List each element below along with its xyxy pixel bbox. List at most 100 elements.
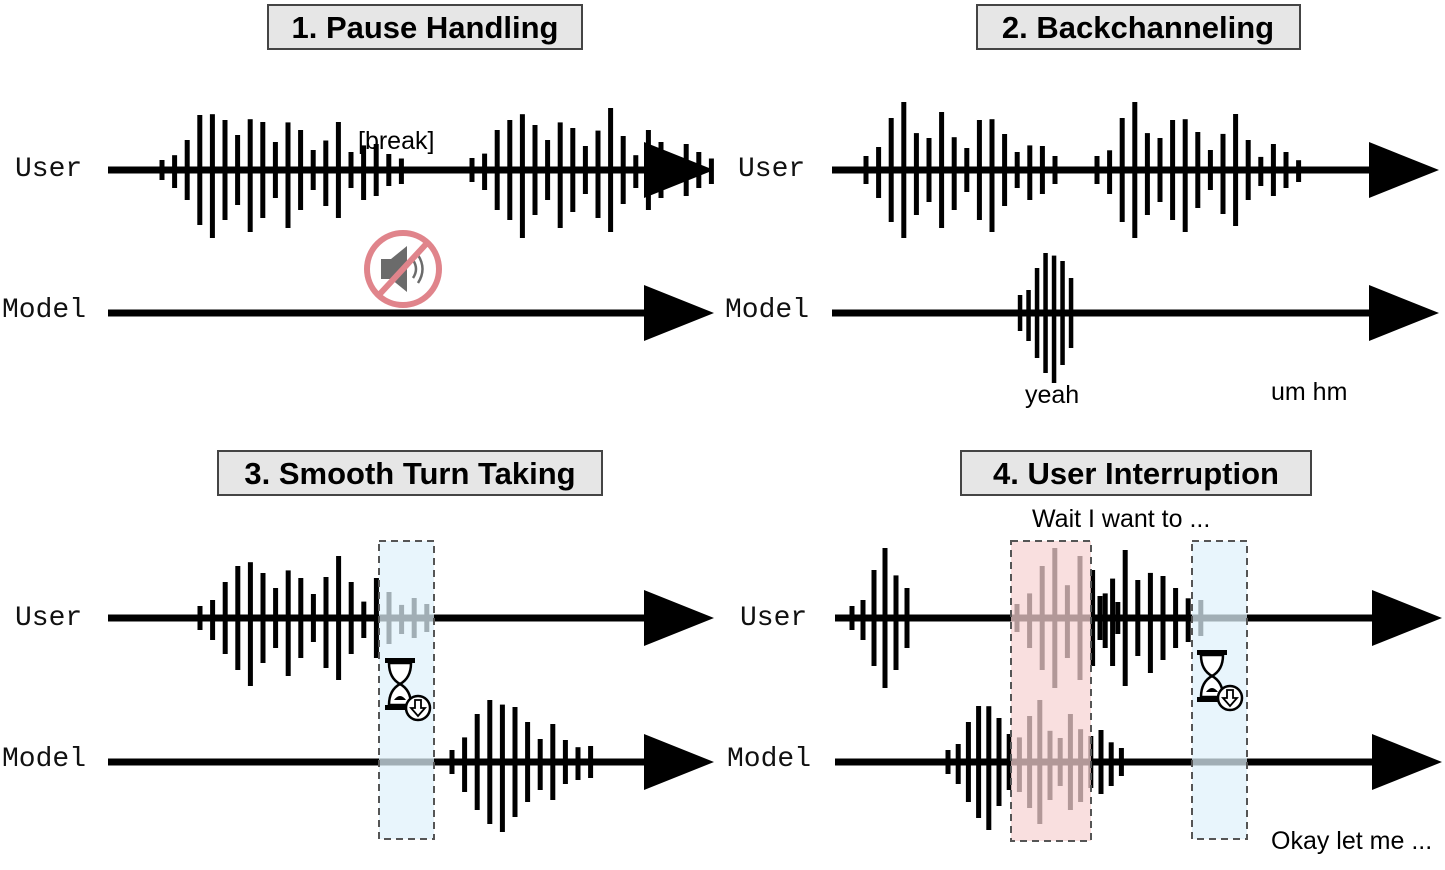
model-waveform [449,700,594,832]
waveform-bar [298,130,304,210]
panel-backchanneling: 2. Backchanneling User Model yeah um hm [725,4,1439,409]
waveform-bar [863,156,869,184]
waveform-bar [570,128,576,212]
waveform-bar [398,158,404,184]
waveform-bar [1026,290,1031,341]
waveform-bar [1119,118,1125,222]
waveform-bar [507,120,513,220]
waveform-bar [1068,278,1074,348]
waveform-bar [247,119,253,232]
muted-speaker-icon [364,230,442,308]
waveform-bar [323,140,329,206]
waveform-bar [482,153,488,190]
waveform-bar [1207,150,1213,190]
user-waveform [1094,102,1302,238]
waveform-bar [1034,268,1040,358]
waveform-bar [696,152,702,188]
waveform-bar [260,122,266,218]
user-waveform [159,114,404,238]
waveform-bar [1051,255,1057,383]
model-track-label: Model [725,295,809,326]
waveform-bar [310,150,316,190]
waveform-bar [386,154,392,186]
panel-title: 2. Backchanneling [1002,10,1274,45]
waveform-bar [1110,578,1116,666]
user-track-label: User [15,154,82,185]
panel-title: 3. Smooth Turn Taking [244,456,575,491]
waveform-bar [893,575,899,670]
panel-title: 1. Pause Handling [291,10,558,45]
waveform-bar [557,122,563,228]
waveform-bar [361,145,367,200]
waveform-bar [1039,146,1045,194]
waveform-bar [159,160,165,180]
break-annotation: [break] [358,127,434,155]
interrupt-zone [1010,540,1092,842]
waveform-bar [1182,119,1188,232]
waveform-bar [532,125,538,215]
backchannel-um-hm-label: um hm [1271,378,1347,406]
model-track-label: Model [2,744,86,775]
hourglass-icon [1197,650,1244,712]
panel-smooth-turn-taking: 3. Smooth Turn Taking User Model [2,450,714,840]
waveform-bar [272,142,278,198]
waveform-bar [1170,120,1176,220]
waveform-bar [323,577,329,668]
model-track-label: Model [2,295,86,326]
waveform-bar [1157,138,1163,202]
panel-title-box [217,450,603,496]
waveform-bar [1060,261,1065,365]
waveform-bar [1052,156,1058,184]
waveform-bar [1147,572,1153,673]
panel-user-interruption: 4. User Interruption Wait I want to ... … [727,450,1442,855]
waveform-bar [620,136,626,204]
model-waveform [1017,253,1074,383]
waveform-bar [1002,134,1008,206]
waveform-bar [1233,114,1239,226]
waveform-bar [708,158,714,184]
waveform-bar [348,152,354,188]
model-track-label: Model [727,744,811,775]
waveform-bar [1027,145,1033,200]
waveform-bar [888,118,894,222]
waveform-bar [235,135,241,205]
waveform-bar [1258,156,1264,186]
waveform-bar [671,158,677,184]
waveform-bar [989,119,995,232]
waveform-bar [658,142,664,198]
waveform-bar [519,114,525,238]
waveform-bar [1270,144,1276,196]
waveform-bar [633,155,639,188]
waveform-bar [951,137,957,210]
waveform-bar [197,115,203,225]
waveform-bar [335,122,341,218]
panel-title-box [960,450,1312,496]
waveform-bar [184,140,190,200]
waveform-bar [222,120,228,220]
waveform-bar [1043,253,1048,373]
waveform-bar [1094,156,1100,184]
panel-title: 4. User Interruption [993,456,1279,491]
waveform-bar [964,148,970,192]
waveform-bar [285,122,291,228]
waveform-bar [1296,160,1302,182]
waveform-bar [1144,133,1150,215]
waveform-bar [494,130,500,210]
waveform-bar [901,102,907,238]
panel-title-box [976,4,1301,50]
waveform-bar [1107,150,1113,194]
waveform-bar [172,155,178,188]
waveform-bar [373,144,379,196]
waveform-bar [926,138,932,202]
model-reply-label: Okay let me ... [1271,827,1432,855]
waveform-bar [1245,140,1251,200]
waveform-bar [645,130,651,210]
user-track-label: User [740,603,807,634]
waveform-bar [469,158,475,182]
waveform-bar [939,112,945,228]
user-waveform [863,102,1058,238]
waveform-bar [1220,133,1226,214]
user-speech-label: Wait I want to ... [1032,505,1210,533]
user-track-label: User [738,154,805,185]
